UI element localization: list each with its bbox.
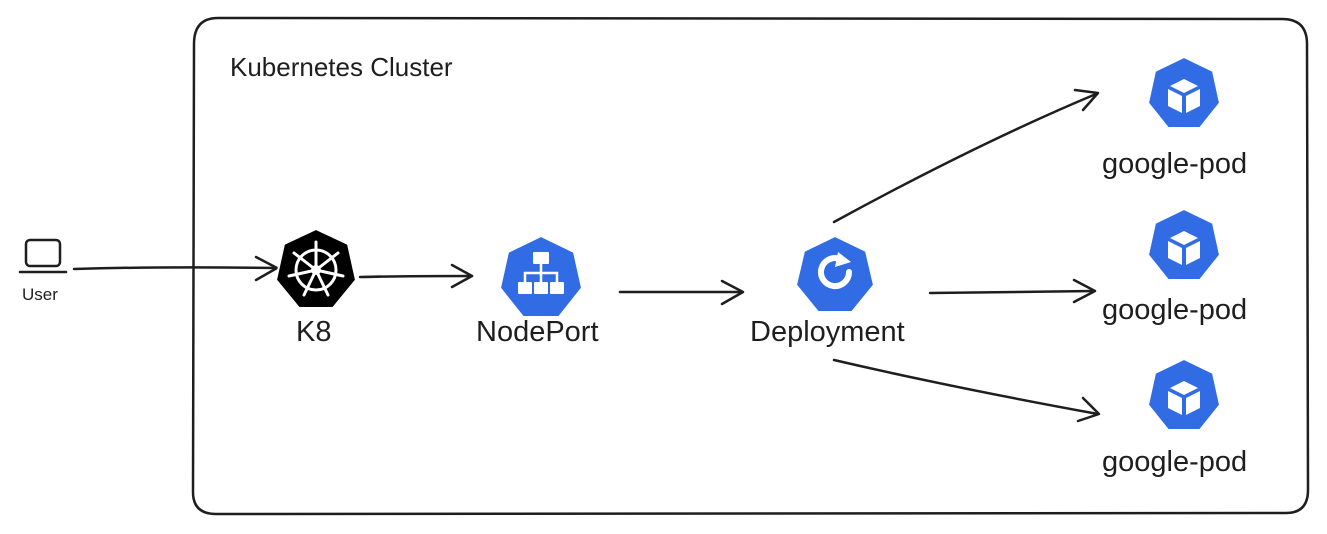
pod-label: google-pod [1102, 294, 1248, 326]
deployment-label: Deployment [750, 316, 905, 348]
pod-label: google-pod [1102, 446, 1248, 478]
pod-cube-icon [1146, 207, 1222, 281]
edge-deployment-to-pod-3 [832, 358, 1101, 423]
edge-nodeport-to-deployment [618, 279, 745, 306]
edge-k8-to-nodeport [358, 263, 474, 289]
pod-cube-icon [1146, 357, 1222, 431]
edge-user-to-k8 [72, 255, 279, 282]
user-label: User [22, 285, 58, 304]
cluster-boundary [191, 16, 1310, 516]
laptop-icon [18, 238, 68, 274]
service-network-icon [498, 234, 584, 318]
pod-cube-icon [1146, 55, 1222, 129]
k8-label: K8 [296, 316, 332, 348]
pod-label: google-pod [1102, 148, 1248, 180]
deployment-refresh-icon [794, 234, 876, 313]
edge-deployment-to-pod-1 [832, 88, 1100, 224]
kubernetes-helm-icon [274, 227, 358, 309]
edge-deployment-to-pod-2 [928, 278, 1097, 304]
cluster-title: Kubernetes Cluster [230, 52, 453, 82]
nodeport-label: NodePort [476, 316, 599, 348]
